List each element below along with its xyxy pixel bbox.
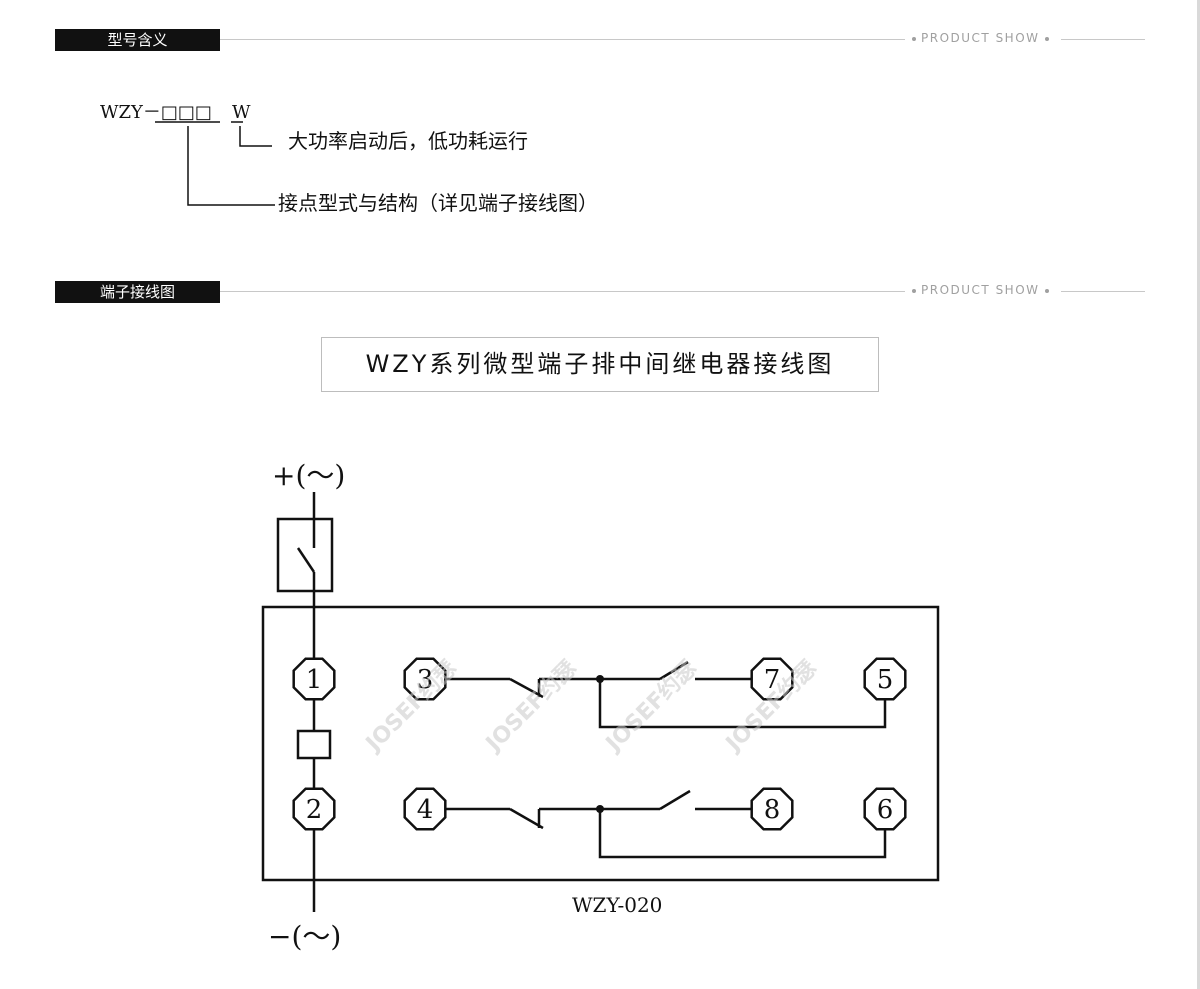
scrollbar[interactable]: [1197, 0, 1200, 989]
terminal-label: 6: [877, 795, 894, 825]
section-header-model: 型号含义 PRODUCT SHOW: [55, 29, 1145, 51]
wire: [598, 809, 887, 859]
junction-dot: [596, 675, 604, 683]
nc-contact-blade: [509, 807, 544, 830]
dot-icon: [912, 288, 916, 293]
product-show-label: PRODUCT SHOW: [907, 31, 1054, 45]
supply-negative-label: −(～): [268, 920, 341, 953]
terminal-label: 4: [417, 795, 434, 825]
switch-blade: [296, 547, 316, 573]
dot-icon: [1044, 36, 1049, 41]
suffix-leader: [239, 126, 272, 147]
watermark: JOSEF约瑟: [479, 655, 581, 757]
terminal-1: [292, 657, 336, 701]
terminal-label: 1: [306, 665, 323, 695]
terminal-7: [750, 657, 794, 701]
no-contact-blade: [659, 789, 691, 811]
terminal-label: 8: [764, 795, 781, 825]
divider: [220, 39, 905, 40]
suffix-description: 大功率启动后，低功耗运行: [288, 129, 528, 153]
section-header-wiring: 端子接线图 PRODUCT SHOW: [55, 281, 1145, 303]
dot-icon: [912, 36, 916, 41]
terminal-2: [292, 787, 336, 831]
section-tag: 端子接线图: [55, 281, 220, 303]
no-contact-blade: [659, 660, 689, 681]
code-leader: [187, 126, 275, 206]
relay-coil: [296, 729, 332, 760]
dot-icon: [1044, 288, 1049, 293]
model-suffix: W: [232, 102, 251, 123]
junction-dot: [596, 805, 604, 813]
terminal-label: 5: [877, 665, 894, 695]
terminal-3: [403, 657, 447, 701]
model-code: WZY－□□□: [100, 102, 212, 123]
terminal-label: 2: [306, 795, 323, 825]
terminal-4: [403, 787, 447, 831]
divider: [1061, 291, 1145, 292]
supply-positive-label: +(～): [272, 459, 345, 492]
nc-contact-blade: [509, 677, 544, 699]
terminal-8: [750, 787, 794, 831]
wire: [598, 679, 887, 729]
external-switch-box: [276, 517, 334, 593]
product-show-text: PRODUCT SHOW: [921, 283, 1040, 297]
terminal-label: 3: [417, 665, 434, 695]
diagram-title: WZY系列微型端子排中间继电器接线图: [321, 337, 879, 392]
section-tag: 型号含义: [55, 29, 220, 51]
divider: [220, 291, 905, 292]
model-label: WZY-020: [572, 893, 662, 917]
terminal-6: [863, 787, 907, 831]
product-show-text: PRODUCT SHOW: [921, 31, 1040, 45]
model-meaning-diagram: WZY－□□□ W 大功率启动后，低功耗运行 接点型式与结构（详见端子接线图）: [100, 102, 598, 215]
terminal-label: 7: [764, 665, 781, 695]
relay-body: [261, 605, 940, 882]
divider: [1061, 39, 1145, 40]
terminal-5: [863, 657, 907, 701]
code-description: 接点型式与结构（详见端子接线图）: [278, 191, 598, 215]
product-show-label: PRODUCT SHOW: [907, 283, 1054, 297]
watermark: JOSEF约瑟: [599, 655, 701, 757]
